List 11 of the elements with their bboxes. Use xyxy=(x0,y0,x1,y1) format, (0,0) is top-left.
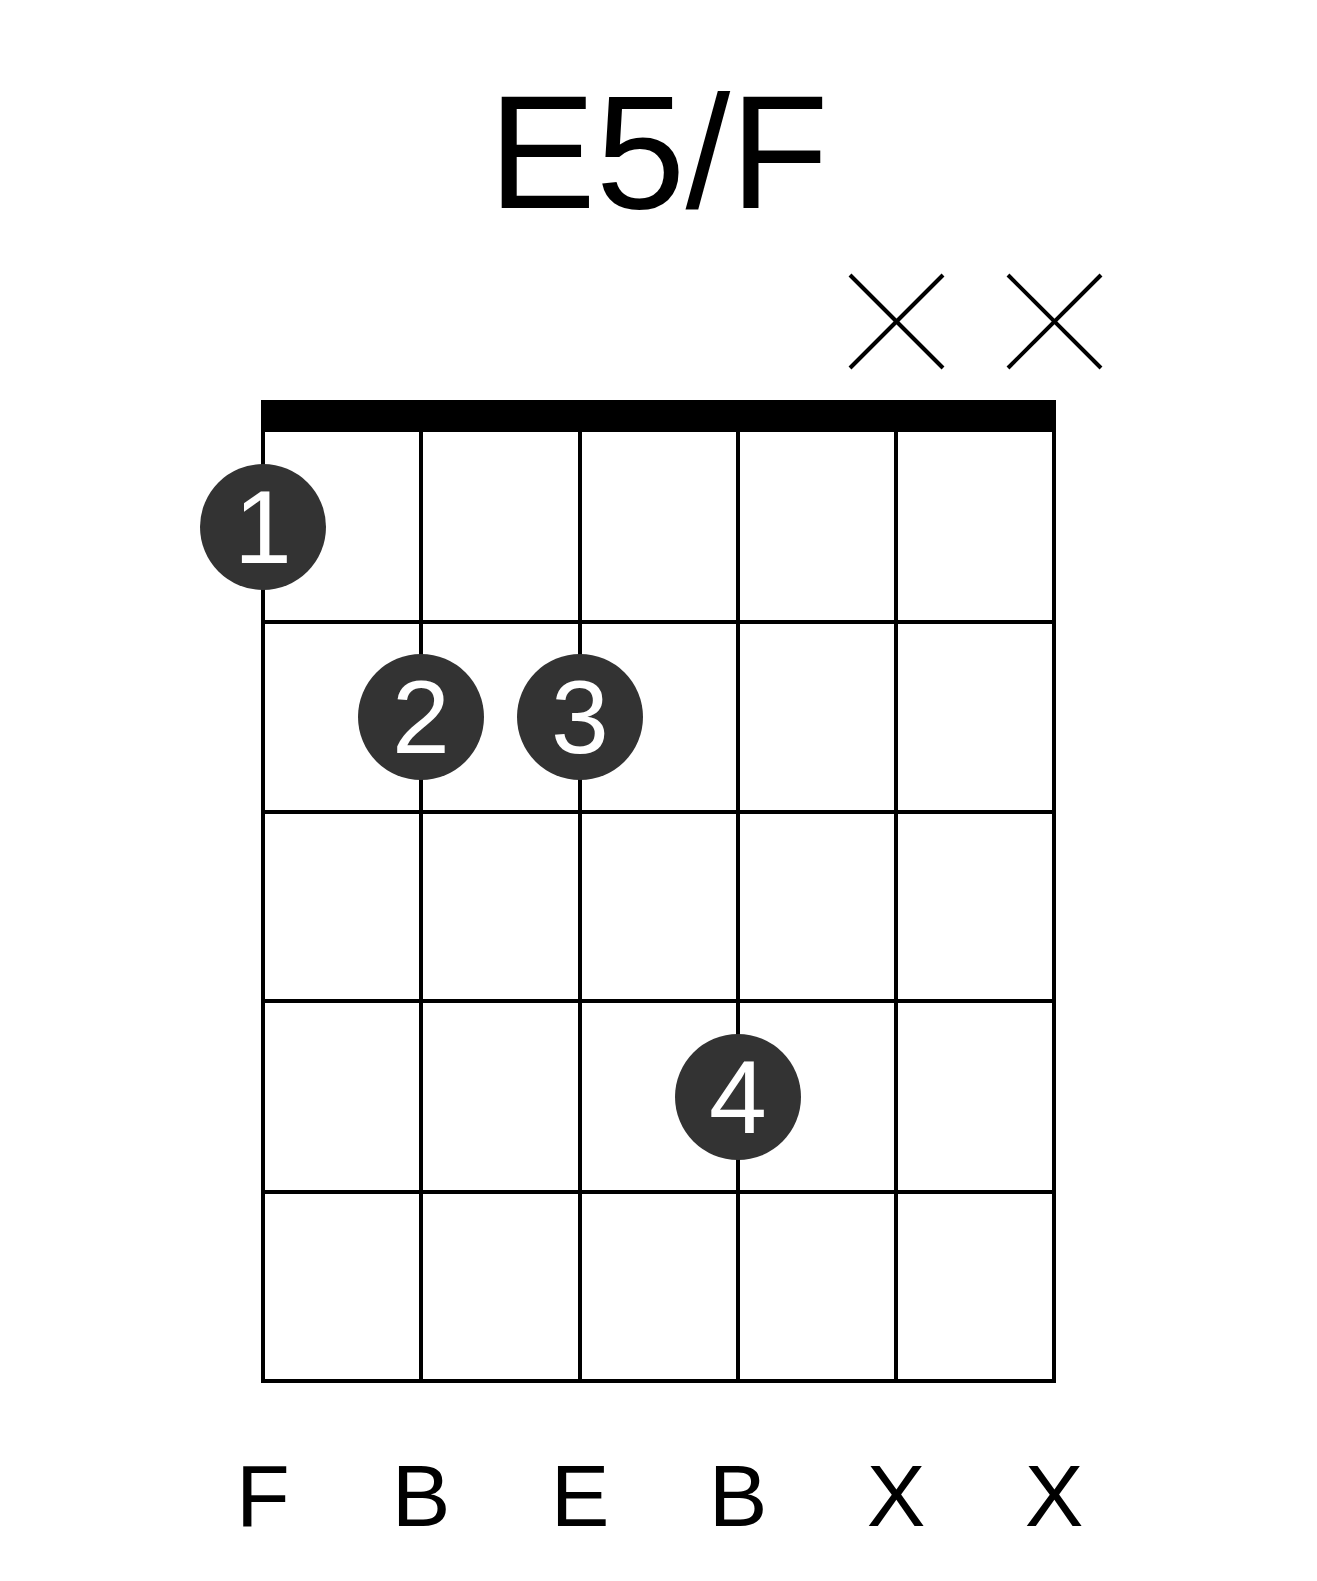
string-note-label: X xyxy=(1023,1446,1085,1546)
finger-dot: 4 xyxy=(675,1034,801,1160)
string-note-label: X xyxy=(865,1446,927,1546)
string-note-label: B xyxy=(390,1446,452,1546)
string-note-label: E xyxy=(549,1446,611,1546)
finger-dot: 3 xyxy=(517,654,643,780)
chord-title: E5/F xyxy=(488,62,829,242)
finger-dot: 1 xyxy=(200,464,326,590)
finger-dot: 2 xyxy=(358,654,484,780)
string-note-label: F xyxy=(235,1446,291,1546)
string-note-label: B xyxy=(707,1446,769,1546)
